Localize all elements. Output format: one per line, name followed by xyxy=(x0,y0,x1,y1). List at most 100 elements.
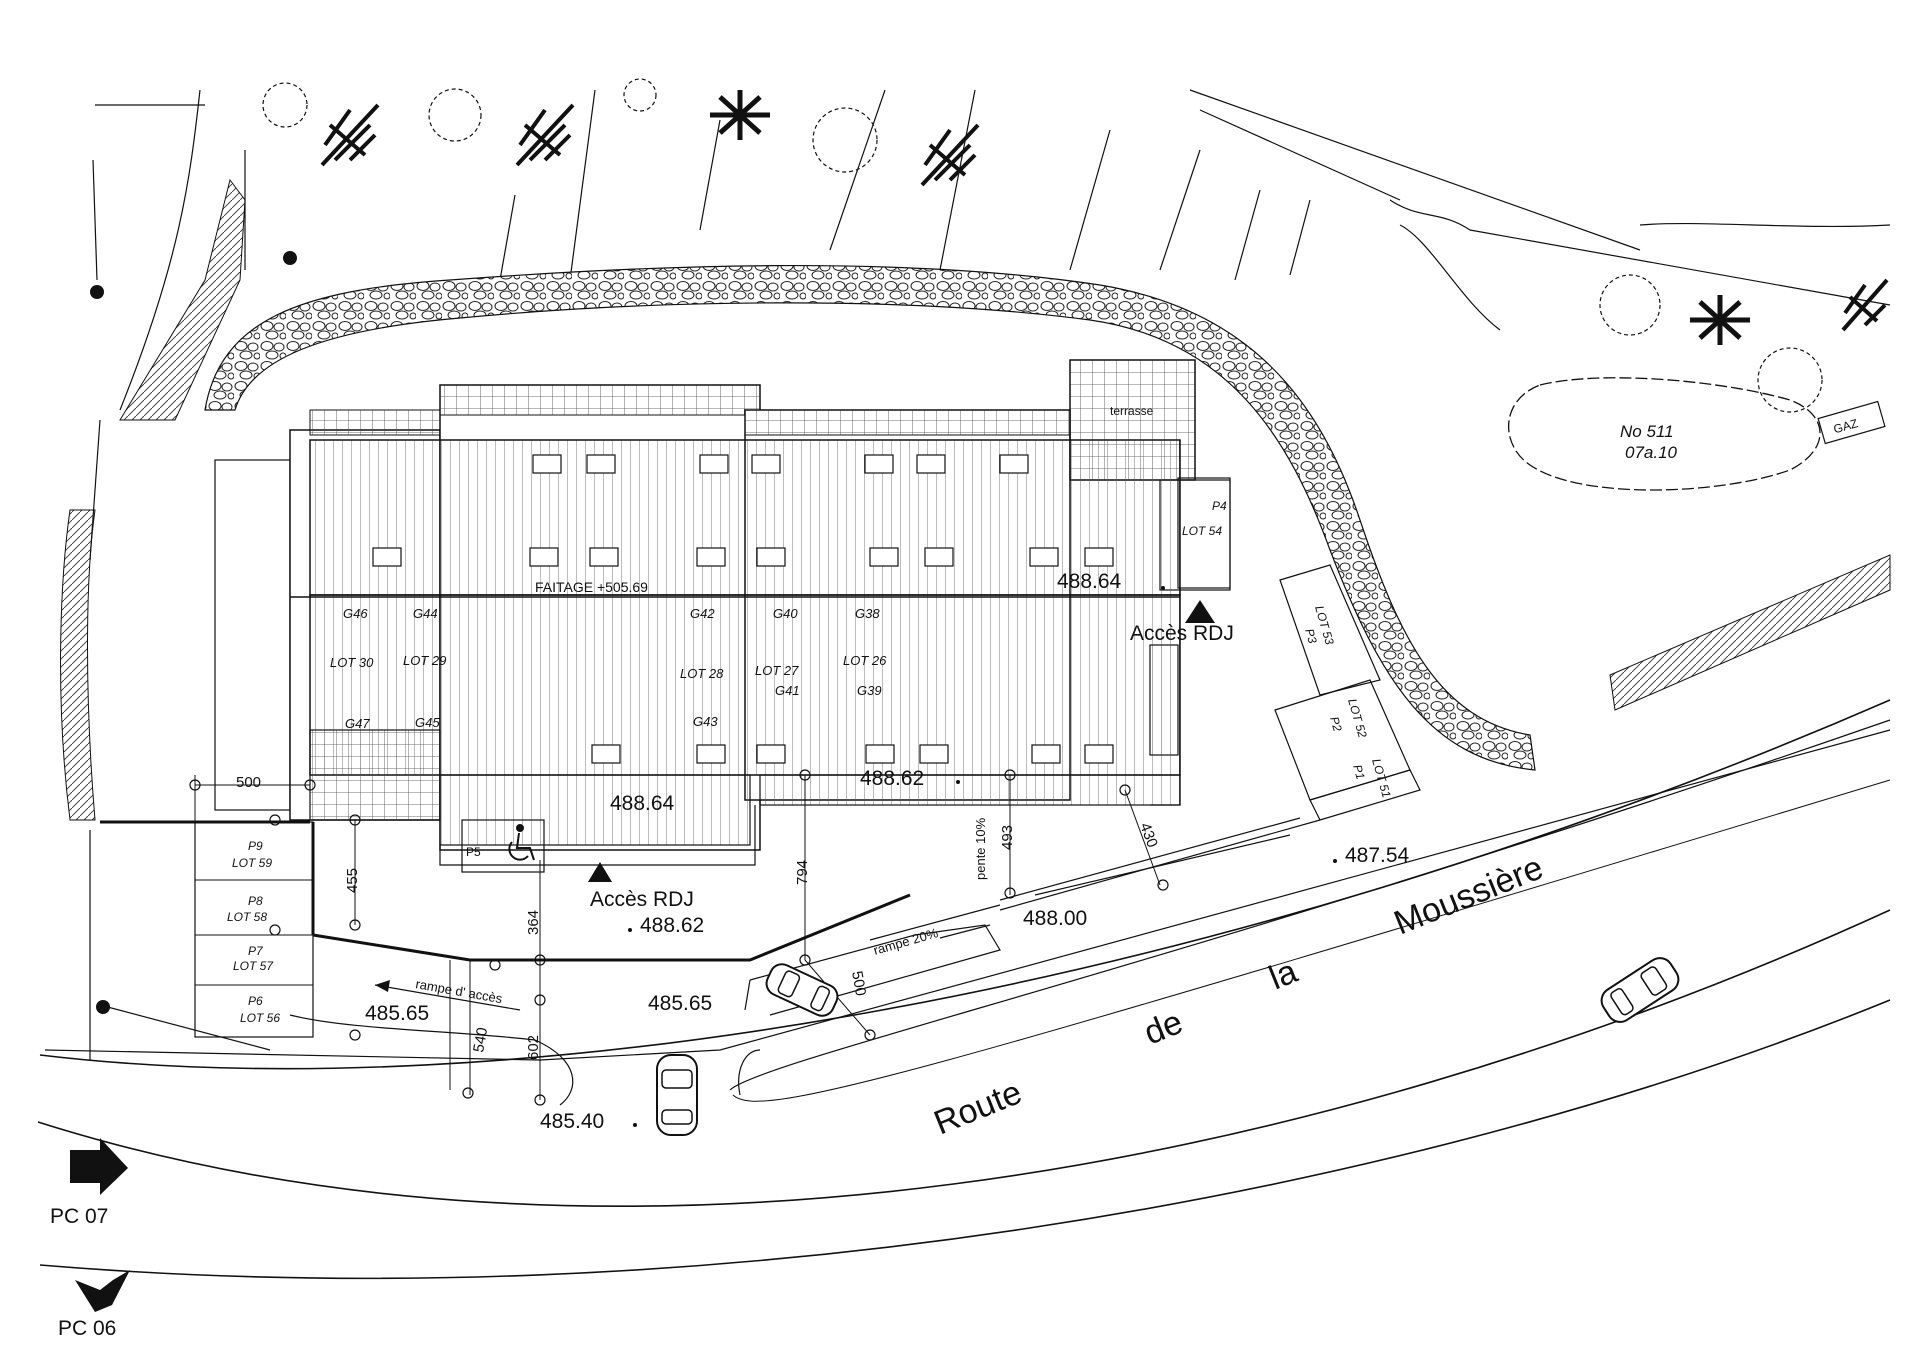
shrub-icon xyxy=(1757,347,1823,413)
dimension-markers xyxy=(189,769,1169,1106)
gas-tank xyxy=(1817,400,1886,445)
slope-pente: pente 10% xyxy=(973,817,988,880)
shrub-icon xyxy=(812,107,878,173)
dimension-493: 493 xyxy=(999,825,1016,850)
garage-bottom: G39 xyxy=(857,683,882,698)
level-485-40: 485.40 xyxy=(540,1110,604,1133)
parking-number: P1 xyxy=(1350,763,1368,781)
parking-number: P7 xyxy=(248,944,264,958)
building: terrasse FAITAGE +505.69 xyxy=(214,359,1231,851)
level-488-64-top: 488.64 xyxy=(1057,570,1122,593)
level-488-62: 488.62 xyxy=(640,914,704,937)
dimension-430: 430 xyxy=(1136,821,1161,850)
road-word-de: de xyxy=(1139,1003,1188,1052)
shrub-icon xyxy=(262,82,308,128)
lot-label: LOT 28 xyxy=(680,666,724,681)
accessible-parking: P5 xyxy=(461,819,545,873)
access-triangle-icon xyxy=(588,862,612,882)
parking-number: P9 xyxy=(248,839,263,853)
car-icon xyxy=(656,1054,698,1136)
access-markers: Accès RDJ Accès RDJ xyxy=(588,600,1234,911)
parking-lot: LOT 57 xyxy=(233,959,274,973)
dimension-labels: 500 455 364 794 493 430 500 540 602 xyxy=(236,774,1161,1060)
shrub-icon xyxy=(1599,274,1661,336)
level-485-65-right: 485.65 xyxy=(648,992,712,1015)
parking-lot: LOT 52 xyxy=(1345,697,1370,740)
garage-top: G46 xyxy=(343,606,368,621)
parcel-area: 07a.10 xyxy=(1625,443,1678,462)
parking-lot: LOT 58 xyxy=(227,910,267,924)
level-488-64: 488.64 xyxy=(610,792,675,815)
wheelchair-icon xyxy=(508,824,535,861)
parking-number: P6 xyxy=(248,994,263,1008)
road-side-wall xyxy=(1609,554,1891,711)
tree-conifer-icon xyxy=(320,103,380,167)
dimension-500-ramp: 500 xyxy=(848,970,869,998)
view-arrow-icon xyxy=(75,1270,130,1312)
parking-lot: LOT 51 xyxy=(1369,757,1393,799)
garage-top: G38 xyxy=(855,606,880,621)
lot-label: LOT 27 xyxy=(755,663,799,678)
level-labels: 488.64 488.64 488.62 488.62 488.00 487.5… xyxy=(365,570,1410,1133)
lot-label: LOT 30 xyxy=(330,655,374,670)
garage-top: G42 xyxy=(690,606,715,621)
road-word-route: Route xyxy=(929,1073,1027,1142)
left-bank xyxy=(60,178,246,821)
parking-lot: LOT 56 xyxy=(240,1011,280,1025)
tree-conifer-icon xyxy=(920,123,980,187)
tree-conifer-icon xyxy=(1841,278,1889,332)
tree-broadleaf-icon xyxy=(710,90,770,140)
dimension-364: 364 xyxy=(525,910,542,935)
ramps xyxy=(289,775,1321,1106)
garage-bottom: G47 xyxy=(345,716,370,731)
road xyxy=(37,699,1891,1280)
access-rdj-top: Accès RDJ xyxy=(1130,622,1234,645)
road-word-moussiere: Moussière xyxy=(1389,848,1549,942)
lot-label: LOT 29 xyxy=(403,653,446,668)
tree-broadleaf-icon xyxy=(1690,295,1750,345)
garage-bottom: G41 xyxy=(775,683,800,698)
parcel-number: No 511 xyxy=(1620,422,1674,441)
garage-bottom: G43 xyxy=(693,714,718,729)
view-pc07: PC 07 xyxy=(50,1205,108,1228)
level-dots xyxy=(628,586,1337,1127)
garage-top: G44 xyxy=(413,606,438,621)
parking-left: P9 LOT 59 P8 LOT 58 P7 LOT 57 P6 LOT 56 xyxy=(100,820,911,1038)
dimension-602: 602 xyxy=(525,1035,542,1060)
dimension-540: 540 xyxy=(470,1026,491,1054)
view-pc06: PC 06 xyxy=(58,1317,116,1340)
stone-wall xyxy=(204,264,1536,771)
access-triangle-icon xyxy=(1185,600,1215,623)
parking-number: P3 xyxy=(1302,627,1320,645)
dimension-500: 500 xyxy=(236,774,261,791)
survey-points xyxy=(90,251,297,1014)
parking-lot: LOT 59 xyxy=(232,856,272,870)
parking-number: P4 xyxy=(1212,499,1227,513)
shrub-icon xyxy=(623,78,657,112)
parking-number: P2 xyxy=(1327,715,1345,733)
dimension-794: 794 xyxy=(794,860,811,885)
level-488-00: 488.00 xyxy=(1023,907,1087,930)
shrub-icon xyxy=(428,88,482,142)
car-icon xyxy=(765,963,839,1017)
dimension-455: 455 xyxy=(344,868,361,893)
ridge-label: FAITAGE +505.69 xyxy=(535,579,648,595)
access-rdj-bottom: Accès RDJ xyxy=(590,888,694,911)
parking-number: P8 xyxy=(248,894,263,908)
view-arrow-icon xyxy=(70,1138,128,1195)
lot-label: LOT 26 xyxy=(843,653,887,668)
level-488-62-center: 488.62 xyxy=(860,767,924,790)
level-485-65-left: 485.65 xyxy=(365,1002,429,1025)
accessible-space-number: P5 xyxy=(466,845,481,859)
dimension-lines xyxy=(194,775,1161,1100)
terrace-label: terrasse xyxy=(1110,404,1154,418)
terrain-lines xyxy=(89,89,1891,1060)
view-markers: PC 07 PC 06 xyxy=(50,1138,130,1340)
garage-labels: G46 LOT 30 G47 G44 LOT 29 G45 G42 LOT 28… xyxy=(330,606,887,731)
car-icon xyxy=(1600,957,1680,1023)
gas-label: GAZ xyxy=(1832,416,1860,436)
level-487-54: 487.54 xyxy=(1345,844,1410,867)
tree-conifer-icon xyxy=(515,103,575,167)
garage-top: G40 xyxy=(773,606,798,621)
